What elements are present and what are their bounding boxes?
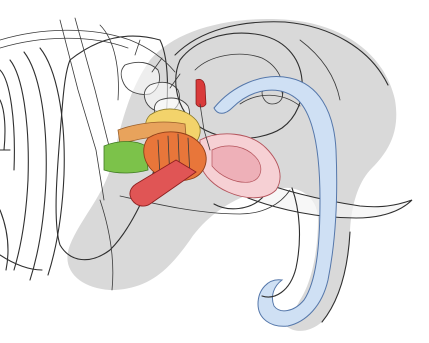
rib-cage — [0, 48, 64, 280]
green-structure — [104, 142, 148, 174]
nasal-passage — [196, 79, 206, 107]
